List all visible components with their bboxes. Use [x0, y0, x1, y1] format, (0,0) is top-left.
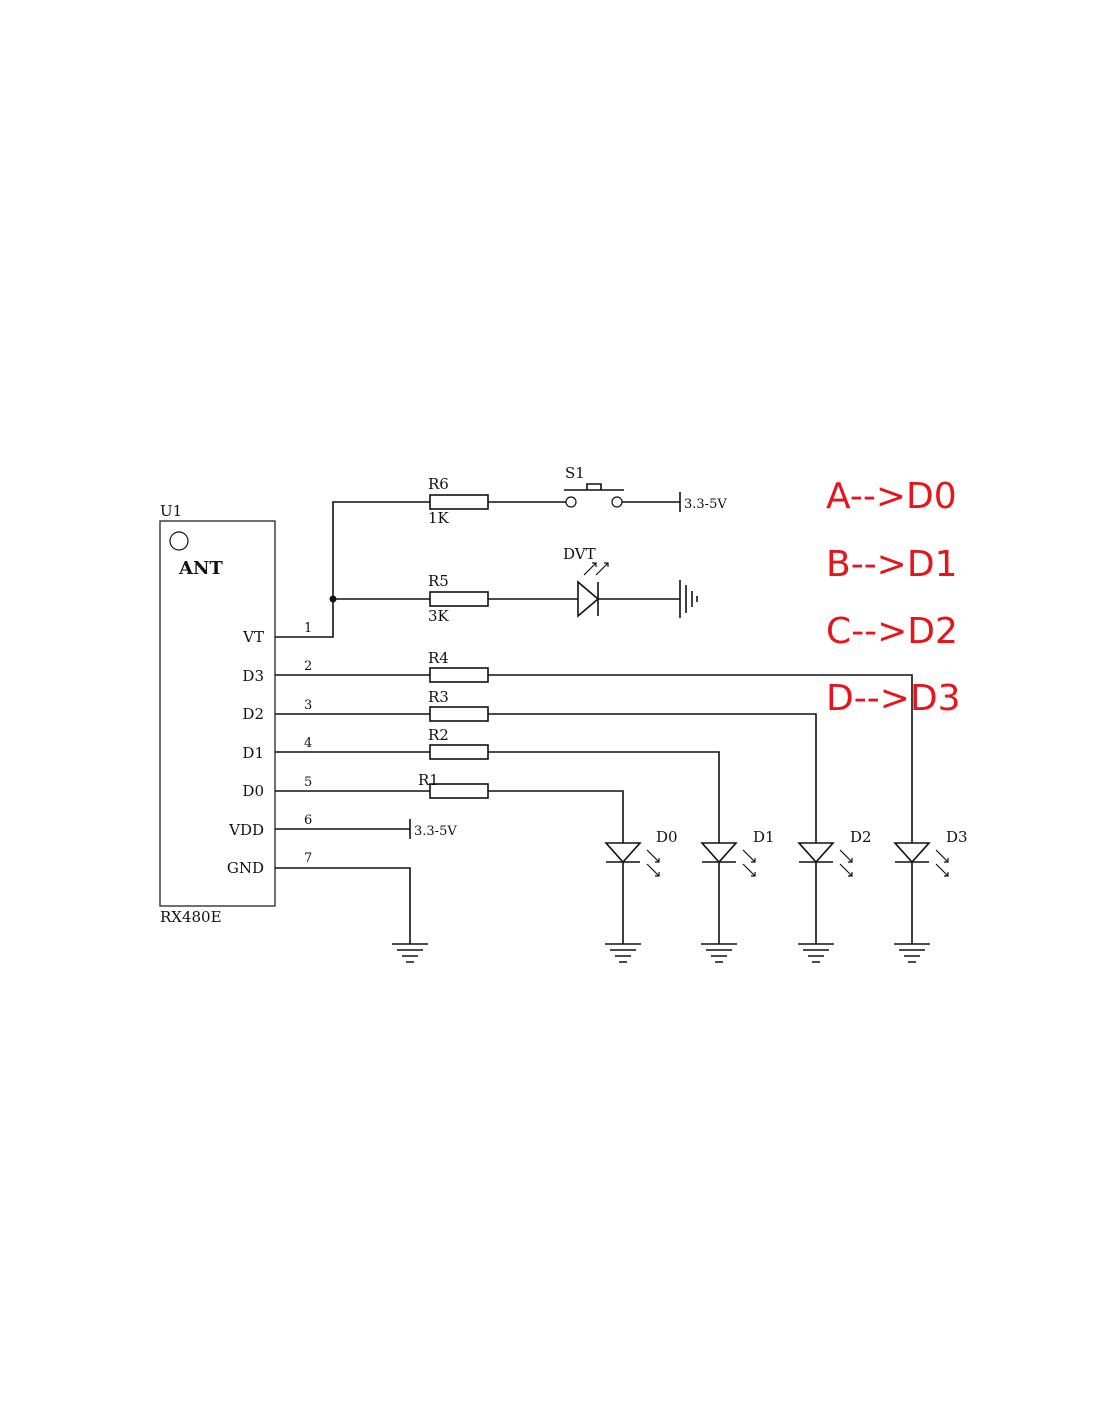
resistor-r3: [429, 706, 489, 722]
led-d1-triangle: [700, 842, 738, 864]
module-part-label: RX480E: [160, 908, 222, 926]
module-u1: U1 ANT RX480E VT D3 D2 D1 D0 VDD GND 1 2…: [159, 502, 312, 926]
module-ref-label: U1: [160, 502, 182, 520]
led-d3-label: D3: [946, 828, 968, 846]
led-d0-triangle: [604, 842, 642, 864]
led-dvt-triangle: [577, 580, 600, 618]
led-d3-cathode: [895, 861, 929, 944]
vt-wire: [275, 501, 430, 638]
d3-wire-out: [488, 674, 913, 843]
ground-symbol-module: [392, 943, 428, 963]
mapping-b: B-->D1: [826, 544, 957, 585]
switch-actuator: [564, 483, 624, 491]
led-d1-label: D1: [753, 828, 775, 846]
resistor-r6: [429, 494, 489, 510]
pin-number-1: 1: [304, 621, 312, 636]
d0-wire-out: [488, 790, 624, 843]
pin-number-3: 3: [304, 698, 312, 713]
resistor-r4-ref: R4: [428, 649, 449, 667]
resistor-r3-ref: R3: [428, 688, 449, 706]
gnd-wire: [275, 867, 411, 944]
supply-label-vdd: 3.3-5V: [414, 824, 457, 839]
pin-number-7: 7: [304, 851, 312, 866]
mapping-d: D-->D3: [826, 678, 961, 719]
led-dvt-ref: DVT: [563, 545, 596, 563]
pin-number-2: 2: [304, 659, 312, 674]
led-d2-triangle: [797, 842, 835, 864]
resistor-r4: [429, 667, 489, 683]
button-mapping: A-->D0 B-->D1 C-->D2 D-->D3: [826, 476, 961, 719]
resistor-r5: [429, 591, 489, 607]
led-d0: D0: [604, 828, 678, 963]
pin-name-vt: VT: [242, 628, 264, 646]
pin-name-d3: D3: [242, 667, 264, 685]
ground-symbol-d1: [701, 943, 737, 963]
resistor-r5-ref: R5: [428, 572, 449, 590]
switch-contact-right: [611, 496, 623, 508]
ground-symbol-d2: [798, 943, 834, 963]
resistor-r5-value: 3K: [428, 607, 450, 625]
d1-wire-out: [488, 751, 720, 843]
led-d1-cathode: [702, 861, 736, 944]
led-d2: D2: [797, 828, 872, 963]
led-d1-light-arrows: [742, 849, 756, 877]
led-d3-light-arrows: [935, 849, 949, 877]
led-dvt-light-arrows: [583, 562, 609, 576]
vt-net: R6 1K S1 3.3-5V R5 3K DVT: [275, 464, 727, 638]
pin-number-5: 5: [304, 775, 312, 790]
led-d2-cathode: [799, 861, 833, 944]
pin-name-d1: D1: [242, 744, 264, 762]
ground-symbol-d3: [894, 943, 930, 963]
resistor-r6-ref: R6: [428, 475, 449, 493]
resistor-r2: [429, 744, 489, 760]
pin-number-4: 4: [304, 736, 312, 751]
resistor-r1-ref: R1: [418, 771, 439, 789]
led-d3-triangle: [893, 842, 931, 864]
led-d0-light-arrows: [646, 849, 660, 877]
resistor-r2-ref: R2: [428, 726, 449, 744]
led-d0-cathode: [606, 861, 640, 944]
switch-ref: S1: [565, 464, 585, 482]
switch-s1: S1: [564, 464, 624, 508]
d2-wire-out: [488, 713, 817, 843]
led-d0-label: D0: [656, 828, 678, 846]
antenna-label: ANT: [178, 558, 223, 579]
led-d2-light-arrows: [839, 849, 853, 877]
resistor-r6-value: 1K: [428, 509, 450, 527]
led-d3: D3: [893, 828, 968, 963]
pin-name-d0: D0: [242, 782, 264, 800]
led-d1: D1: [700, 828, 775, 963]
mapping-c: C-->D2: [826, 611, 958, 652]
data-lines: R4 R3 R2 R1 3.3-5V: [275, 649, 913, 963]
pin-name-vdd: VDD: [228, 821, 264, 839]
ground-symbol-dvt: [679, 580, 698, 618]
led-dvt: DVT: [563, 545, 609, 618]
mapping-a: A-->D0: [826, 476, 957, 517]
switch-contact-left: [565, 496, 577, 508]
pin-name-gnd: GND: [227, 859, 264, 877]
pin-number-6: 6: [304, 813, 312, 828]
ground-symbol-d0: [605, 943, 641, 963]
antenna-marker: [169, 531, 189, 551]
pin-name-d2: D2: [242, 705, 264, 723]
supply-label-top: 3.3-5V: [684, 497, 727, 512]
led-d2-label: D2: [850, 828, 872, 846]
